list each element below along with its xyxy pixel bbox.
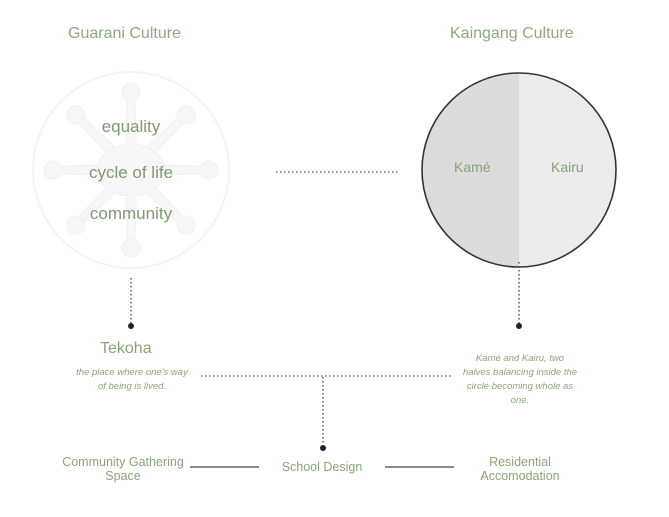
kairu-half: [519, 73, 616, 267]
kame-kairu-description: Kamé and Kairu, two halves balancing ins…: [462, 353, 578, 406]
school-design-node: [320, 445, 326, 451]
kame-half: [422, 73, 519, 267]
guarani-sun-symbol: [32, 71, 230, 269]
guarani-value-community: community: [89, 204, 173, 223]
tekoha-description: the place where one's way of being is li…: [76, 367, 188, 392]
kame-kairu-node: [516, 323, 522, 329]
community-gathering-space-label: Community Gathering Space: [62, 455, 184, 483]
kaingang-culture-title: Kaingang Culture: [450, 25, 574, 42]
guarani-value-cycle-of-life: cycle of life: [88, 163, 174, 182]
tekoha-title: Tekoha: [100, 340, 152, 357]
kairu-label: Kairu: [551, 159, 584, 175]
guarani-culture-title: Guarani Culture: [68, 25, 181, 42]
kame-label: Kamé: [454, 159, 491, 175]
residential-accomodation-label: Residential Accomodation: [480, 455, 560, 483]
kaingang-circle: [421, 72, 617, 268]
guarani-value-equality: equality: [101, 117, 161, 136]
tekoha-node: [128, 323, 134, 329]
school-design-label: School Design: [281, 460, 363, 474]
